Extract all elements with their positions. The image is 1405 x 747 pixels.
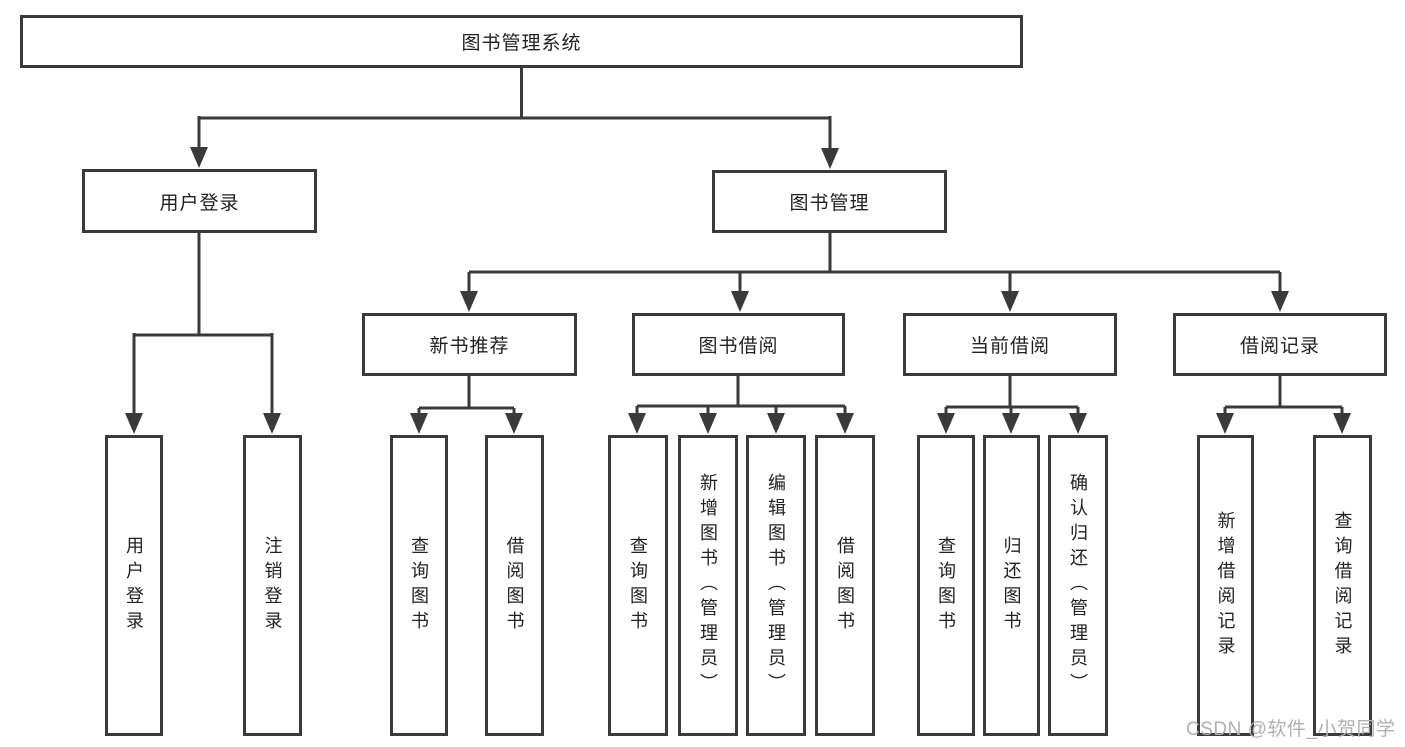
leaf-return-book-label: 归还图书 xyxy=(1001,535,1022,636)
leaf-add-borrow-record: 新增借阅记录 xyxy=(1197,435,1254,736)
leaf-borrow-book-borrow: 借阅图书 xyxy=(815,435,875,736)
node-book-borrow-label: 图书借阅 xyxy=(698,336,779,357)
leaf-edit-book-admin: 编辑图书（管理员） xyxy=(746,435,806,736)
leaf-user-login: 用户登录 xyxy=(105,435,163,736)
node-book-borrow: 图书借阅 xyxy=(632,313,845,376)
connector-book-borrow-branch xyxy=(628,376,854,434)
leaf-add-book-admin: 新增图书（管理员） xyxy=(678,435,738,736)
leaf-add-borrow-record-label: 新增借阅记录 xyxy=(1215,510,1236,661)
node-user-login: 用户登录 xyxy=(82,169,317,233)
node-root-label: 图书管理系统 xyxy=(461,33,582,54)
leaf-logout-label: 注销登录 xyxy=(262,535,283,636)
connector-root-to-level2 xyxy=(190,68,839,169)
leaf-user-login-label: 用户登录 xyxy=(124,535,144,636)
leaf-confirm-return-admin-label: 确认归还（管理员） xyxy=(1068,473,1088,698)
leaf-query-borrow-record: 查询借阅记录 xyxy=(1313,435,1372,736)
node-user-login-label: 用户登录 xyxy=(159,192,240,214)
leaf-query-book-recommend: 查询图书 xyxy=(390,435,448,736)
leaf-query-book-borrow-label: 查询图书 xyxy=(628,535,648,636)
leaf-add-book-admin-label: 新增图书（管理员） xyxy=(698,473,718,698)
node-current-borrow-label: 当前借阅 xyxy=(969,336,1050,357)
node-current-borrow: 当前借阅 xyxy=(903,313,1117,376)
node-book-management-label: 图书管理 xyxy=(789,193,870,214)
node-new-book-recommend-label: 新书推荐 xyxy=(429,336,510,357)
node-borrow-record: 借阅记录 xyxy=(1173,313,1387,376)
connector-new-book-recommend-branch xyxy=(410,376,523,434)
connector-book-management-branch xyxy=(460,233,1289,312)
leaf-edit-book-admin-label: 编辑图书（管理员） xyxy=(766,473,786,698)
connector-current-borrow-branch xyxy=(937,376,1087,434)
leaf-query-book-current-label: 查询图书 xyxy=(936,535,956,636)
connector-user-login-branch xyxy=(125,233,281,434)
node-book-management: 图书管理 xyxy=(712,170,947,233)
leaf-confirm-return-admin: 确认归还（管理员） xyxy=(1048,435,1108,736)
node-new-book-recommend: 新书推荐 xyxy=(362,313,577,376)
leaf-query-book-current: 查询图书 xyxy=(917,435,975,736)
leaf-query-book-recommend-label: 查询图书 xyxy=(409,535,429,636)
leaf-query-borrow-record-label: 查询借阅记录 xyxy=(1332,510,1353,661)
node-borrow-record-label: 借阅记录 xyxy=(1239,336,1320,357)
watermark-text: CSDN @软件_小贺同学 xyxy=(1186,719,1396,740)
leaf-logout: 注销登录 xyxy=(243,435,302,736)
node-root: 图书管理系统 xyxy=(20,15,1023,68)
leaf-return-book: 归还图书 xyxy=(983,435,1040,736)
connector-borrow-record-branch xyxy=(1216,376,1351,434)
leaf-borrow-book-recommend: 借阅图书 xyxy=(485,435,544,736)
leaf-query-book-borrow: 查询图书 xyxy=(608,435,668,736)
leaf-borrow-book-recommend-label: 借阅图书 xyxy=(504,535,525,636)
leaf-borrow-book-borrow-label: 借阅图书 xyxy=(835,535,855,636)
